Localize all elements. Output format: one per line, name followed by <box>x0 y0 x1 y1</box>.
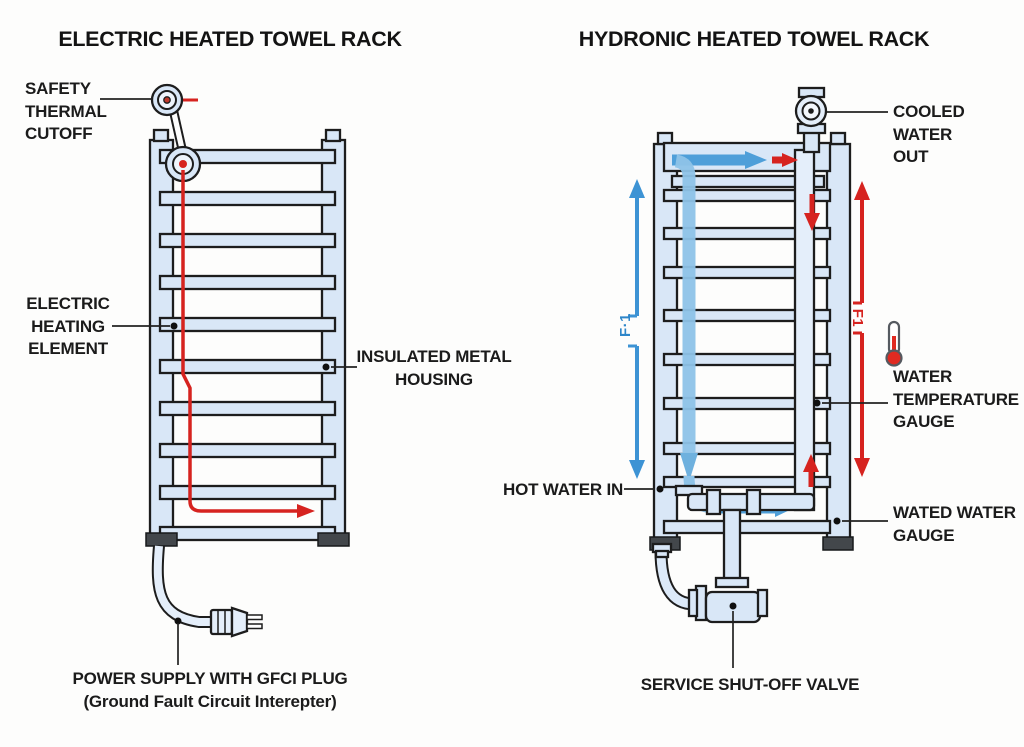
hydronic-towel-rack <box>649 131 854 551</box>
thermometer-icon <box>885 320 903 367</box>
hydronic-leader-lines <box>624 111 888 668</box>
outer-flow-direction-arrows <box>628 179 870 479</box>
arrow-up-red <box>803 454 819 472</box>
leader-dot <box>729 602 737 610</box>
rung <box>158 274 337 291</box>
arrow-right-red <box>297 504 315 518</box>
arrow-down-blue <box>629 460 645 479</box>
arrow-down-blue <box>680 453 698 482</box>
insulated-metal-housing-label: INSULATED METAL HOUSING <box>356 347 512 389</box>
wated-water-gauge-label: WATED WATER GAUGE <box>893 503 1016 545</box>
power-supply-gfci-label: POWER SUPPLY WITH GFCI PLUG (Ground Faul… <box>72 669 348 711</box>
leader-dot <box>813 399 821 407</box>
rail-cap <box>829 131 847 146</box>
rail-foot <box>145 532 178 547</box>
electric-rungs <box>158 148 337 542</box>
rail-foot <box>822 536 854 551</box>
rail-foot <box>317 532 350 547</box>
electric-towel-rack <box>145 128 350 547</box>
rail-cap <box>324 128 342 143</box>
leader-dot <box>174 617 182 625</box>
leader-dot <box>656 485 664 493</box>
cooled-water-out-valve <box>794 86 828 154</box>
electric-heating-element-wire <box>181 170 315 518</box>
rung <box>662 265 832 280</box>
cutoff-wire <box>176 109 187 151</box>
leader-dot <box>833 517 841 525</box>
arrow-up-red <box>854 181 870 200</box>
leader-dot <box>322 363 330 371</box>
hot-water-in-label: HOT WATER IN <box>503 480 624 499</box>
cord-fill <box>153 545 212 626</box>
rung <box>662 441 832 456</box>
plug-head <box>230 606 249 638</box>
rung <box>158 190 337 207</box>
pipe-fitting <box>705 488 722 516</box>
supply-downcomer-pipe <box>674 154 696 455</box>
electric-plug-icon <box>209 608 234 636</box>
junction-center <box>179 160 187 168</box>
electric-rack-title: ELECTRIC HEATED TOWEL RACK <box>58 27 402 51</box>
arrow-right-red <box>782 153 798 167</box>
safety-thermal-cutoff-label: SAFETY THERMAL CUTOFF <box>25 79 107 144</box>
drop-pipe <box>722 508 742 582</box>
service-shut-off-valve-label: SERVICE SHUT-OFF VALVE <box>640 675 860 694</box>
rung <box>662 226 832 241</box>
rail-cap <box>152 128 170 143</box>
blue-flow-marker: F·1 <box>617 313 634 337</box>
leader-dot <box>170 322 178 330</box>
plug-prong <box>246 614 263 621</box>
arrow-right-blue <box>745 151 767 169</box>
cooled-water-out-label: COOLED WATER OUT <box>893 102 965 167</box>
plug-prong <box>246 623 263 630</box>
arrow-down-red <box>854 458 870 477</box>
rung <box>670 174 826 189</box>
heating-element-path <box>181 170 297 513</box>
safety-thermal-cutoff-device <box>150 83 202 183</box>
rung <box>158 442 337 459</box>
rung <box>662 352 832 367</box>
valve-stem-pipe <box>802 130 821 154</box>
rung <box>662 475 832 489</box>
electric-heating-element-label: ELECTRIC HEATING ELEMENT <box>26 294 110 359</box>
red-flow-marker: F1 <box>849 308 866 328</box>
rung <box>662 188 832 203</box>
rung <box>158 148 337 165</box>
electric-leader-lines <box>100 98 357 665</box>
rung <box>158 232 337 249</box>
rung <box>158 484 337 501</box>
pipe-fitting <box>745 488 762 516</box>
valve-flange <box>756 588 769 618</box>
rung <box>158 316 337 333</box>
hydronic-rungs <box>662 174 832 535</box>
arrow-down-red <box>804 213 820 231</box>
pipe-fitting <box>654 549 670 559</box>
rung <box>158 525 337 542</box>
arrow-up-blue <box>629 179 645 198</box>
dial-center <box>163 96 171 104</box>
valve-flange <box>714 576 750 589</box>
thermometer-bulb <box>885 349 903 367</box>
water-temperature-gauge-label: WATER TEMPERATURE GAUGE <box>893 367 1019 432</box>
cutoff-wire <box>169 111 180 153</box>
rung <box>158 358 337 375</box>
rung <box>158 400 337 417</box>
valve-flange <box>687 588 699 618</box>
rung <box>662 519 832 535</box>
hydronic-rack-title: HYDRONIC HEATED TOWEL RACK <box>578 27 930 51</box>
thermometer-mercury <box>892 336 896 353</box>
power-cord-and-plug <box>151 545 263 638</box>
rung <box>662 308 832 323</box>
valve-center <box>808 108 814 114</box>
